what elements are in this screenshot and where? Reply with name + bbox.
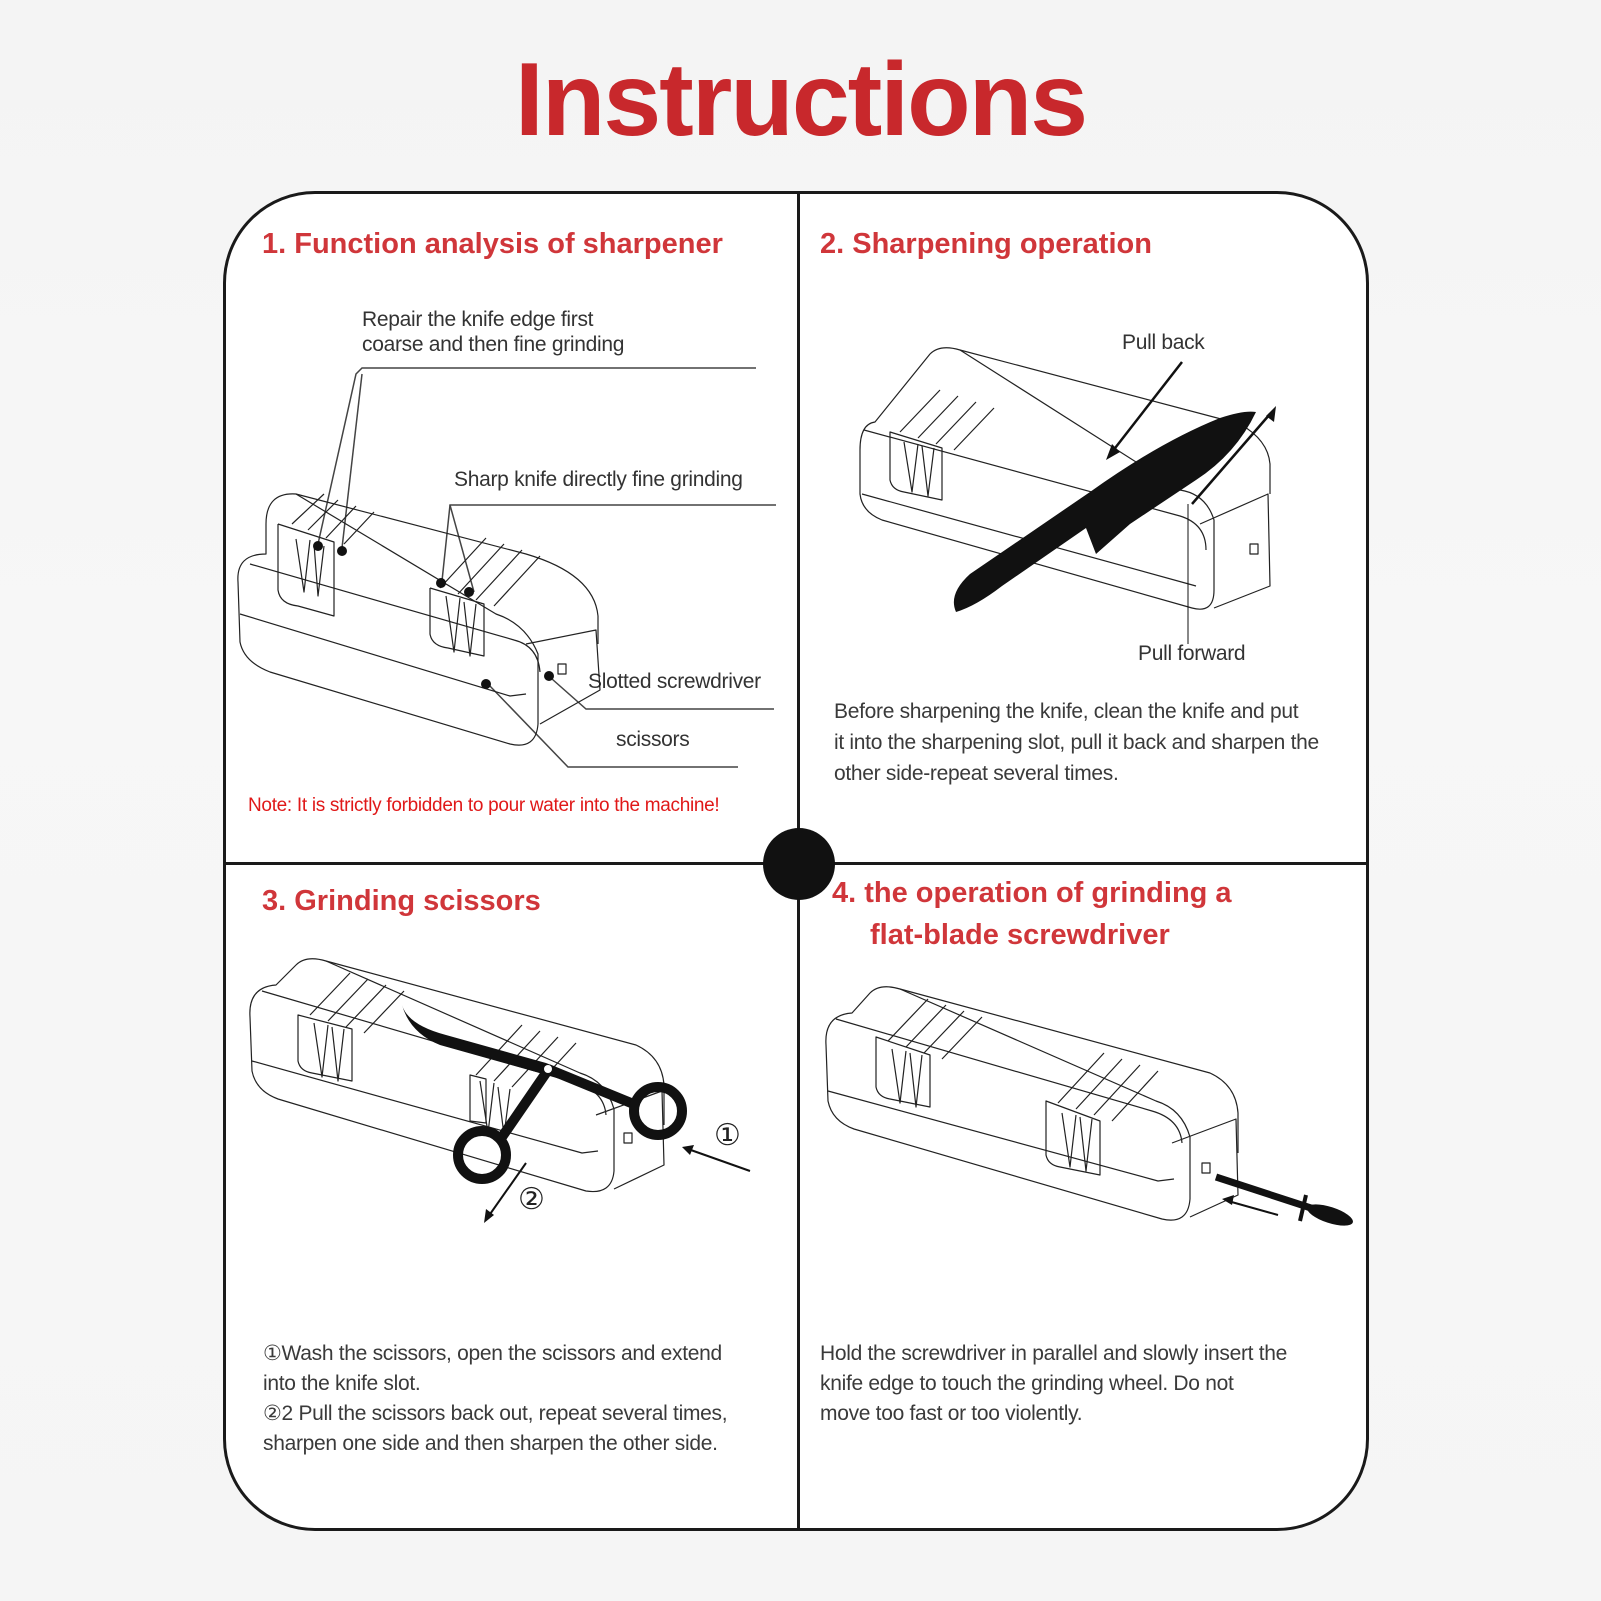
- section-sharpening-operation: 2. Sharpening operation Pull back Pull f…: [800, 194, 1366, 862]
- section-heading: 1. Function analysis of sharpener: [262, 228, 723, 260]
- callout-pull-back: Pull back: [1122, 331, 1205, 354]
- callout-repair-line2: coarse and then fine grinding: [362, 333, 625, 356]
- section-heading: 2. Sharpening operation: [820, 228, 1152, 260]
- sharpener-diagram: [237, 367, 776, 768]
- callout-repair-line1: Repair the knife edge first: [362, 308, 594, 331]
- section-screwdriver-grinding: 4. the operation of grinding a flat-blad…: [800, 865, 1366, 1528]
- knife-sharpening-diagram: [859, 347, 1276, 644]
- step1-marker: ①: [714, 1118, 741, 1153]
- section-grinding-scissors: 3. Grinding scissors: [226, 865, 797, 1528]
- scissors-description: ①Wash the scissors, open the scissors an…: [263, 1342, 728, 1455]
- sharpening-description: Before sharpening the knife, clean the k…: [834, 700, 1319, 785]
- page-title: Instructions: [514, 42, 1088, 158]
- instructions-panel: 1. Function analysis of sharpener Repair…: [223, 191, 1369, 1531]
- center-dot: [763, 828, 835, 900]
- callout-screwdriver: Slotted screwdriver: [588, 670, 761, 693]
- section-heading: 3. Grinding scissors: [262, 885, 541, 917]
- scissors-grinding-diagram: ① ②: [249, 958, 751, 1223]
- callout-sharp: Sharp knife directly fine grinding: [454, 468, 743, 491]
- screwdriver-description: Hold the screwdriver in parallel and slo…: [820, 1342, 1288, 1425]
- callout-pull-forward: Pull forward: [1138, 642, 1246, 665]
- section-function-analysis: 1. Function analysis of sharpener Repair…: [226, 194, 797, 862]
- section-heading-line1: 4. the operation of grinding a: [832, 877, 1232, 909]
- step2-marker: ②: [518, 1182, 545, 1217]
- section-heading-line2: flat-blade screwdriver: [870, 919, 1170, 951]
- screwdriver-grinding-diagram: [825, 986, 1353, 1226]
- callout-scissors: scissors: [616, 728, 690, 751]
- warning-note: Note: It is strictly forbidden to pour w…: [248, 795, 720, 816]
